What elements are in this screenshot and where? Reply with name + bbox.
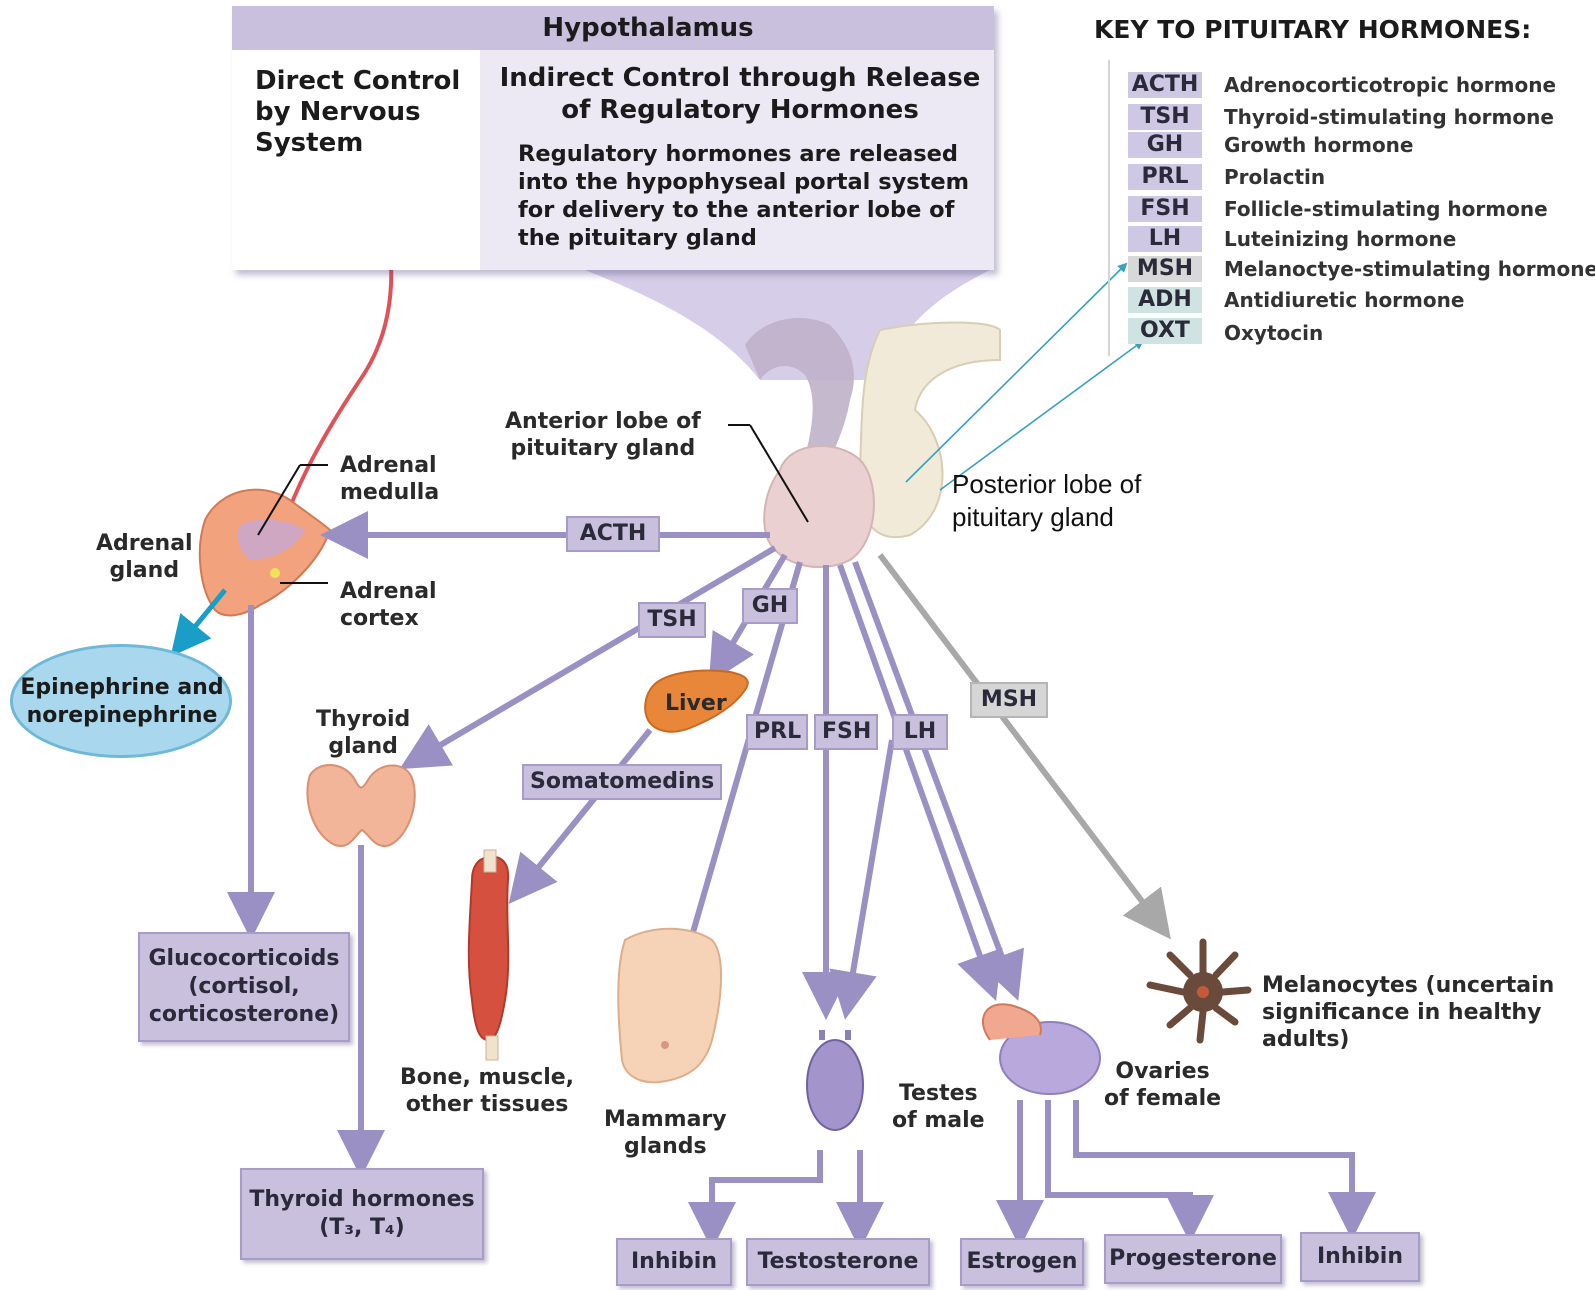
- tag-acth: ACTH: [566, 516, 660, 552]
- tag-lh: LH: [892, 714, 948, 750]
- melanocytes-label: Melanocytes (uncertain significance in h…: [1262, 973, 1555, 1052]
- inhibin-male-box: Inhibin: [616, 1238, 732, 1286]
- indirect-control-title: Indirect Control through Release of Regu…: [499, 63, 981, 125]
- indirect-control-description: Regulatory hormones are released into th…: [518, 141, 970, 251]
- mammary-glands-label: Mammary glands: [604, 1107, 727, 1159]
- msh-arrow: [877, 553, 1171, 940]
- key-name-tsh: Thyroid-stimulating hormone: [1224, 105, 1554, 129]
- ovary-to-inhibin-arrow: [1073, 1100, 1376, 1240]
- anterior-lobe-shape: [763, 445, 875, 568]
- tag-somatomedins: Somatomedins: [522, 764, 722, 800]
- pituitary-stalk: [745, 317, 854, 480]
- testis-shape: [806, 1039, 864, 1131]
- adrenal-medulla-shape: [237, 519, 305, 560]
- key-name-fsh: Follicle-stimulating hormone: [1224, 197, 1548, 221]
- bone-muscle-label: Bone, muscle, other tissues: [400, 1065, 575, 1117]
- inhibin-female-box: Inhibin: [1300, 1232, 1420, 1282]
- glucocorticoids-box: Glucocorticoids (cortisol, corticosteron…: [138, 932, 350, 1042]
- key-abbr-adh: ADH: [1128, 287, 1202, 313]
- key-abbr-msh: MSH: [1128, 256, 1202, 282]
- tag-fsh: FSH: [814, 714, 878, 750]
- posterior-lobe-shape: [858, 321, 1001, 539]
- key-name-lh: Luteinizing hormone: [1224, 227, 1457, 251]
- thyroid-gland-label: Thyroid gland: [316, 707, 411, 759]
- testis-cord: [819, 1030, 851, 1040]
- bone-top: [483, 849, 497, 873]
- muscle-shape: [467, 855, 510, 1042]
- lh-arrow-male: [829, 739, 895, 1020]
- lh-arrow-female: [852, 560, 1025, 1001]
- adrenal-cortex-label: Adrenal cortex: [340, 579, 437, 631]
- posterior-to-adh-arrow: [905, 262, 1128, 483]
- posterior-lobe-label: Posterior lobe of pituitary gland: [952, 469, 1142, 532]
- epinephrine-ellipse: [10, 644, 232, 758]
- bone-bottom: [485, 1035, 499, 1061]
- tag-gh: GH: [742, 588, 798, 624]
- ovaries-label: Ovaries of female: [1104, 1059, 1222, 1111]
- ovary-to-progesterone-arrow: [1045, 1100, 1214, 1243]
- mammary-gland-shape: [617, 927, 723, 1084]
- tag-prl: PRL: [746, 714, 808, 750]
- posterior-to-oxt-arrow: [939, 340, 1144, 491]
- tsh-arrow: [399, 545, 777, 770]
- key-abbr-prl: PRL: [1128, 164, 1202, 190]
- adrenal-cortex-marker: [270, 568, 280, 578]
- somatomedins-arrow: [508, 728, 653, 904]
- key-name-adh: Antidiuretic hormone: [1224, 288, 1465, 312]
- direct-control-label: Direct Control by Nervous System: [255, 66, 461, 158]
- fallopian-tube: [981, 1003, 1042, 1041]
- adrenal-medulla-label: Adrenal medulla: [340, 453, 440, 505]
- anterior-lobe-label: Anterior lobe of pituitary gland: [505, 409, 701, 461]
- key-abbr-acth: ACTH: [1128, 72, 1202, 98]
- key-name-oxt: Oxytocin: [1224, 321, 1324, 345]
- key-abbr-fsh: FSH: [1128, 196, 1202, 222]
- hypothalamus-header: Hypothalamus: [232, 6, 994, 50]
- anterior-lobe-pointer-diag: [749, 424, 809, 523]
- key-abbr-tsh: TSH: [1128, 104, 1202, 130]
- tag-msh: MSH: [970, 682, 1048, 718]
- ovary-shape: [999, 1021, 1101, 1095]
- liver-shape: [644, 669, 749, 733]
- melanocyte-shape: [1146, 938, 1252, 1044]
- estrogen-box: Estrogen: [960, 1238, 1084, 1286]
- testosterone-box: Testosterone: [746, 1238, 930, 1286]
- key-abbr-lh: LH: [1128, 226, 1202, 252]
- key-name-prl: Prolactin: [1224, 165, 1326, 189]
- mammary-nipple: [661, 1041, 669, 1049]
- fsh-arrow-female: [837, 563, 1003, 1001]
- epinephrine-label: Epinephrine and norepinephrine: [20, 675, 224, 728]
- key-name-gh: Growth hormone: [1224, 133, 1414, 157]
- indirect-control-panel: [480, 50, 994, 270]
- key-panel: ACTH Adrenocorticotropic hormone TSH Thy…: [1108, 60, 1595, 356]
- thyroid-hormones-box: Thyroid hormones (T₃, T₄): [240, 1168, 484, 1260]
- key-name-acth: Adrenocorticotropic hormone: [1224, 73, 1557, 97]
- key-name-msh: Melanoctye-stimulating hormone: [1224, 257, 1595, 281]
- progesterone-box: Progesterone: [1104, 1234, 1282, 1284]
- key-abbr-oxt: OXT: [1128, 318, 1202, 344]
- adrenal-gland-label: Adrenal gland: [96, 531, 193, 583]
- epinephrine-arrow: [170, 588, 227, 657]
- adrenal-medulla-pointer: [257, 464, 301, 536]
- testes-label: Testes of male: [892, 1081, 985, 1133]
- thyroid-gland-shape: [306, 764, 416, 847]
- tag-tsh: TSH: [638, 602, 706, 638]
- key-abbr-gh: GH: [1128, 132, 1202, 158]
- key-title: KEY TO PITUITARY HORMONES:: [1094, 15, 1532, 44]
- liver-label: Liver: [665, 691, 727, 716]
- testes-to-inhibin-arrow: [688, 1150, 823, 1250]
